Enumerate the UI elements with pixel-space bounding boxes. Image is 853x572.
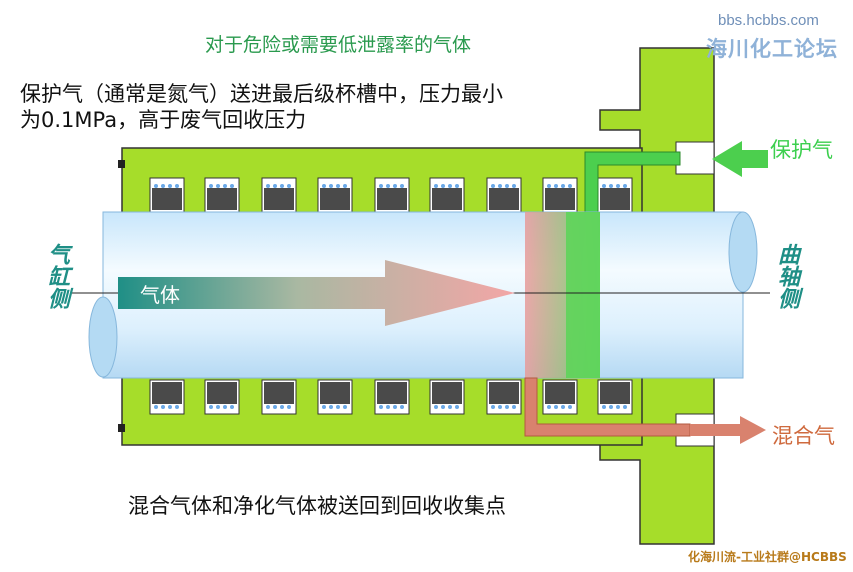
seal-ring: [317, 379, 353, 415]
seal-ring: [429, 177, 465, 213]
mixed-gas-arrow: [690, 416, 766, 444]
lower-seal-rings: [149, 379, 633, 415]
upper-seal-rings: [149, 177, 633, 213]
seal-ring: [204, 379, 240, 415]
lower-housing-bolt: [118, 424, 125, 432]
rod-end-right: [728, 211, 758, 293]
seal-ring: [149, 177, 185, 213]
seal-ring: [486, 177, 522, 213]
description-line-2: 为0.1MPa，高于废气回收压力: [20, 108, 307, 132]
cylinder-side-label: 气缸侧: [44, 243, 69, 309]
watermark: 化海川流-工业社群@HCBBS: [688, 550, 847, 564]
crankshaft-side-label: 曲轴侧: [774, 243, 799, 309]
site-name-logo: 海川化工论坛: [706, 37, 838, 61]
seal-ring: [429, 379, 465, 415]
gas-label: 气体: [140, 283, 180, 307]
flange-port-top: [675, 141, 715, 175]
seal-ring: [486, 379, 522, 415]
protective-gas-arrow: [712, 141, 768, 177]
bottom-caption: 混合气体和净化气体被送回到回收收集点: [128, 494, 506, 518]
seal-ring: [149, 379, 185, 415]
protective-gas-label: 保护气: [770, 138, 833, 162]
seal-ring: [204, 177, 240, 213]
seal-ring: [261, 379, 297, 415]
upper-housing-bolt: [118, 160, 125, 168]
gas-flow-arrow: [118, 260, 515, 326]
seal-ring: [597, 379, 633, 415]
protective-zone: [566, 212, 600, 378]
mixed-gas-label: 混合气: [772, 424, 835, 448]
description-line-1: 保护气（通常是氮气）送进最后级杯槽中，压力最小: [20, 82, 503, 106]
seal-ring: [542, 379, 578, 415]
seal-ring: [374, 379, 410, 415]
site-url: bbs.hcbbs.com: [718, 12, 819, 29]
seal-ring: [317, 177, 353, 213]
rod-end-left: [88, 296, 118, 378]
seal-ring: [374, 177, 410, 213]
seal-ring: [542, 177, 578, 213]
seal-ring: [261, 177, 297, 213]
diagram-title: 对于危险或需要低泄露率的气体: [205, 34, 472, 56]
seal-ring: [597, 177, 633, 213]
